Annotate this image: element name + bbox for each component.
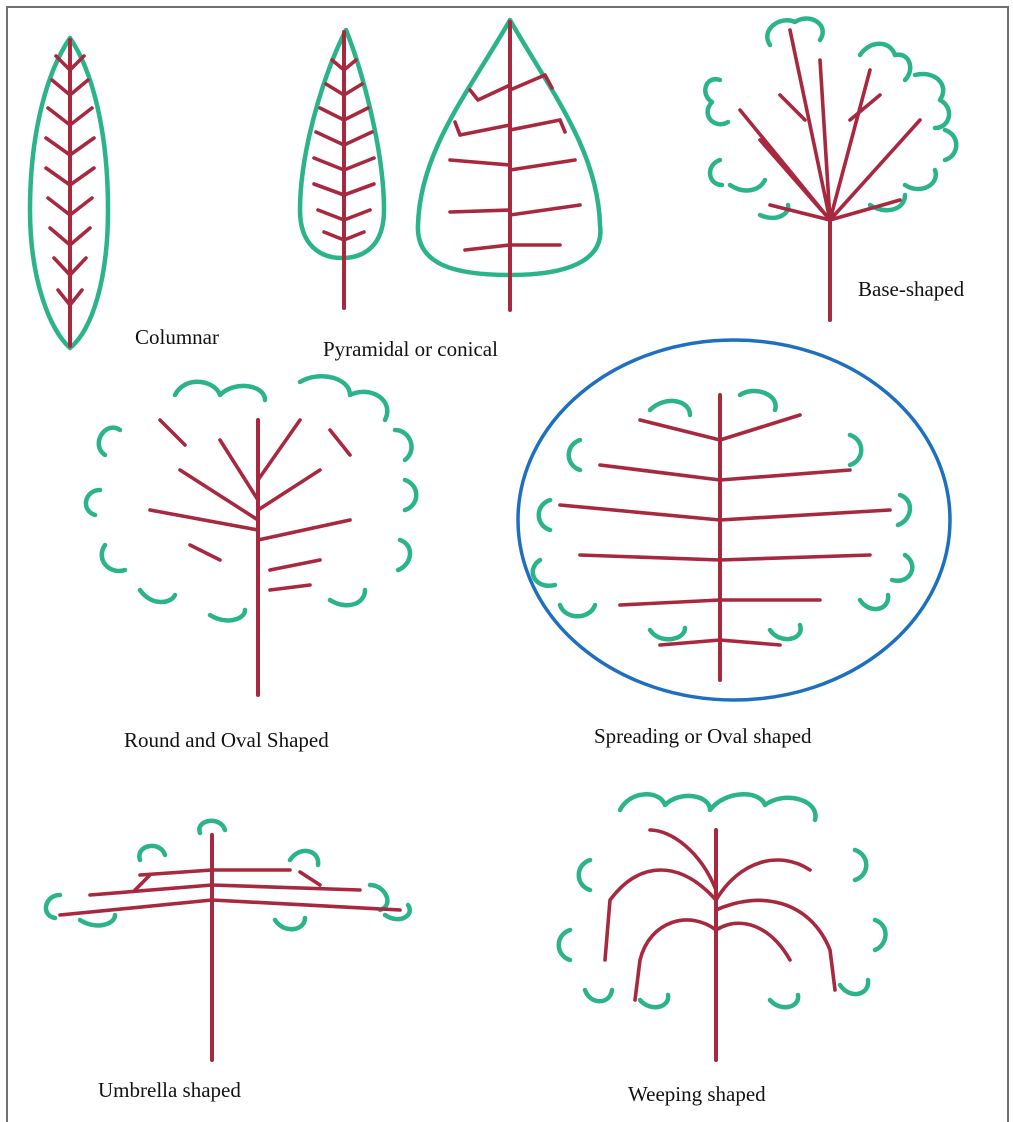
spreading-oval-branches bbox=[560, 415, 890, 645]
weeping-branches bbox=[605, 830, 835, 1000]
weeping-crown bbox=[559, 794, 886, 1007]
round-oval-tree bbox=[86, 376, 416, 695]
spreading-oval-crown bbox=[533, 391, 913, 639]
umbrella-branches bbox=[60, 870, 400, 915]
columnar-tree bbox=[30, 38, 108, 348]
umbrella-crown bbox=[46, 821, 410, 930]
label-round-oval: Round and Oval Shaped bbox=[124, 730, 329, 751]
label-spreading-oval: Spreading or Oval shaped bbox=[594, 726, 812, 747]
label-weeping: Weeping shaped bbox=[628, 1084, 766, 1105]
label-pyramidal: Pyramidal or conical bbox=[323, 339, 498, 360]
spreading-oval-tree bbox=[518, 340, 950, 700]
round-oval-branches bbox=[150, 420, 350, 590]
umbrella-tree bbox=[46, 821, 410, 1060]
label-umbrella: Umbrella shaped bbox=[98, 1080, 241, 1101]
base-shaped-tree bbox=[705, 18, 956, 320]
label-base-shaped: Base-shaped bbox=[858, 279, 964, 300]
pyramidal-wide-tree bbox=[418, 20, 600, 310]
label-columnar: Columnar bbox=[135, 327, 219, 348]
base-shaped-branches bbox=[740, 30, 920, 220]
base-shaped-crown bbox=[705, 18, 956, 217]
weeping-tree bbox=[559, 794, 886, 1060]
round-oval-crown bbox=[86, 376, 416, 620]
pyramidal-narrow-tree bbox=[300, 30, 384, 308]
